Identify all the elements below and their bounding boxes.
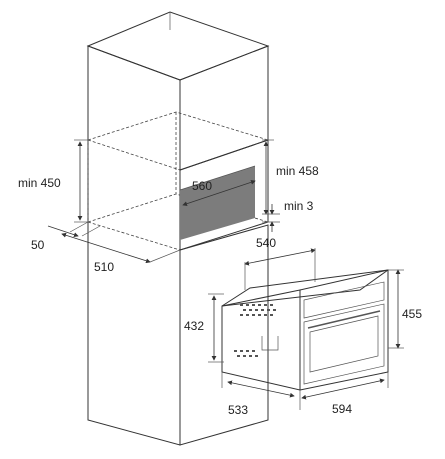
label-594: 594 <box>332 402 352 416</box>
label-min-458: min 458 <box>276 164 319 178</box>
label-432: 432 <box>184 319 204 333</box>
dim-594: 594 <box>301 372 389 416</box>
dim-455: 455 <box>388 269 422 349</box>
tall-cabinet <box>86 11 270 446</box>
oven <box>221 269 389 391</box>
label-540: 540 <box>256 236 276 250</box>
label-455: 455 <box>402 307 422 321</box>
dim-min-458: min 458 <box>262 139 319 215</box>
label-min-450: min 450 <box>18 176 61 190</box>
label-50: 50 <box>31 238 45 252</box>
cabinet-top <box>86 11 270 81</box>
dim-540: 540 <box>244 236 316 290</box>
dim-560: 560 <box>182 179 256 207</box>
dim-min-450: min 450 <box>18 139 90 223</box>
niche-cavity <box>179 139 269 251</box>
oven-vents <box>234 304 276 357</box>
label-min-3: min 3 <box>284 199 314 213</box>
dim-432: 432 <box>184 293 224 363</box>
label-533: 533 <box>228 403 248 417</box>
dim-min-3: min 3 <box>262 199 314 232</box>
cabinet-side <box>179 45 269 171</box>
dim-510: 510 <box>61 232 181 274</box>
label-510: 510 <box>94 260 114 274</box>
oven-control-panel <box>303 281 385 319</box>
oven-window <box>309 315 379 373</box>
oven-door <box>303 303 385 385</box>
label-560: 560 <box>192 179 212 193</box>
cabinet-side-lower <box>179 224 269 446</box>
oven-handle <box>307 310 381 329</box>
oven-front <box>299 269 389 391</box>
dim-533: 533 <box>221 372 301 417</box>
dim-50: 50 <box>31 221 101 252</box>
